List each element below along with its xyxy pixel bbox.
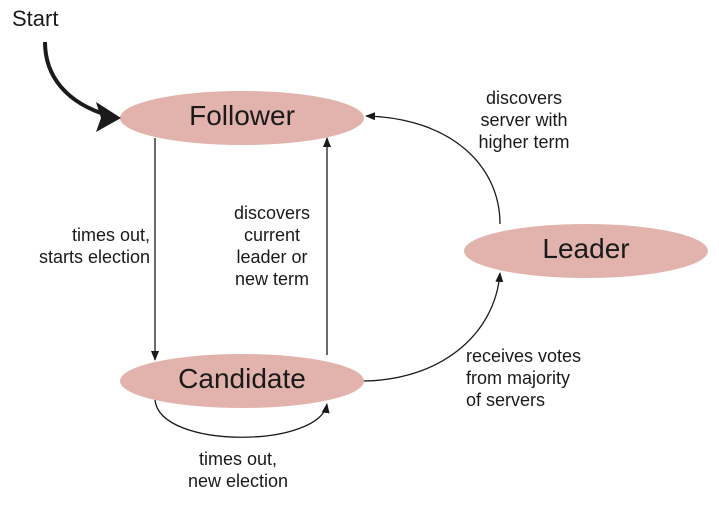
follower-node	[120, 91, 364, 145]
candidate-self-loop-label-line: times out,	[198, 449, 278, 469]
candidate-to-leader-label-line: of servers	[466, 390, 546, 410]
candidate-self-loop-arrow	[154, 399, 330, 438]
leader-to-follower-label-line: discovers	[485, 88, 563, 108]
candidate-label: Candidate	[178, 363, 306, 394]
candidate-to-follower-label-line: current	[243, 225, 301, 245]
follower-to-candidate-label: times out, starts election	[14, 224, 150, 268]
leader-to-follower-label-line: higher term	[478, 132, 570, 152]
candidate-to-leader-label: receives votes from majority of servers	[466, 345, 616, 411]
leader-node	[464, 224, 708, 278]
candidate-to-follower-label-line: new term	[234, 269, 310, 289]
follower-to-candidate-label-line: starts election	[38, 247, 150, 267]
start-arrow	[43, 41, 111, 118]
candidate-to-leader-label-line: receives votes	[466, 346, 582, 366]
follower-label: Follower	[189, 100, 295, 131]
leader-to-follower-label-line: server with	[480, 110, 568, 130]
leader-to-follower-arrow	[365, 112, 501, 225]
candidate-node	[120, 354, 364, 408]
candidate-self-loop-label-line: new election	[187, 471, 289, 491]
leader-label: Leader	[542, 233, 630, 264]
follower-to-candidate-label-line: times out,	[71, 225, 150, 245]
candidate-to-leader-label-line: from majority	[466, 368, 571, 388]
candidate-to-leader-arrow	[363, 272, 504, 382]
start-arrowhead	[96, 102, 121, 132]
candidate-to-follower-label-line: discovers	[233, 203, 311, 223]
candidate-self-loop-label: times out, new election	[168, 448, 308, 492]
candidate-to-follower-label-line: leader or	[236, 247, 308, 267]
start-label: Start	[12, 6, 59, 31]
leader-to-follower-label: discovers server with higher term	[462, 87, 586, 153]
candidate-to-follower-label: discovers current leader or new term	[222, 202, 322, 290]
